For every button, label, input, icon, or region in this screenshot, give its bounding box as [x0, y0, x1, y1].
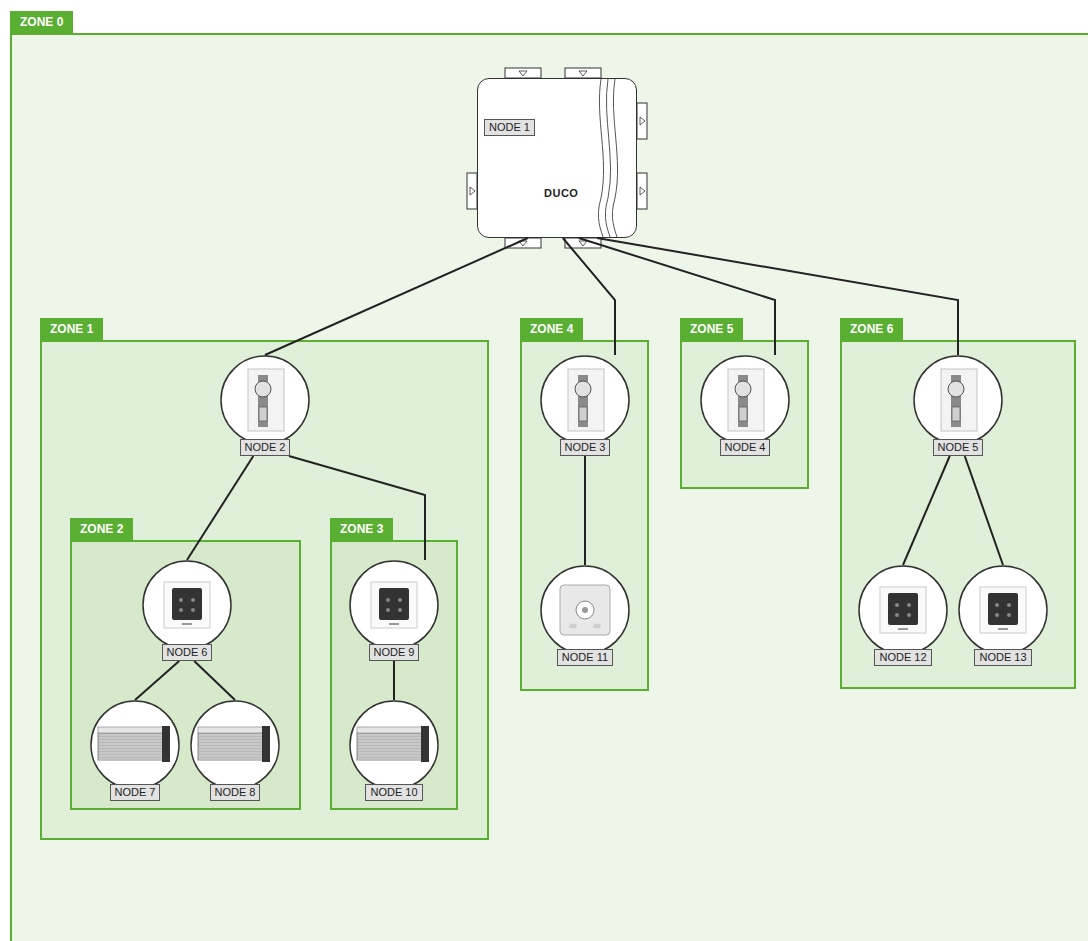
node-label: NODE 10 — [365, 784, 422, 801]
switch-icon — [349, 560, 439, 650]
switch-icon — [142, 560, 232, 650]
device-node: NODE 10 — [349, 700, 439, 801]
zone-heading: ZONE 1 — [40, 318, 103, 340]
zone-box: ZONE 4NODE 3NODE 11 — [520, 340, 649, 691]
grille-icon — [90, 700, 180, 790]
connector-line — [563, 238, 615, 355]
zone-box: ZONE 5NODE 4 — [680, 340, 809, 489]
zone-heading: ZONE 5 — [680, 318, 743, 340]
zone-tab: ZONE 4 — [520, 318, 583, 340]
device-node: NODE 11 — [540, 565, 630, 666]
connector-line — [965, 456, 1003, 565]
node-label: NODE 3 — [560, 439, 611, 456]
zone-heading: ZONE 3 — [330, 518, 393, 540]
device-node: NODE 3 — [540, 355, 630, 456]
zone-tab: ZONE 0 — [10, 11, 73, 33]
zone-box: ZONE 1NODE 2ZONE 2NODE 6NODE 7NODE 8ZONE… — [40, 340, 489, 840]
zone-tab: ZONE 2 — [70, 518, 133, 540]
sensor-icon — [540, 565, 630, 655]
device-node: NODE 9 — [349, 560, 439, 661]
device-node: NODE 6 — [142, 560, 232, 661]
zone-box: ZONE 0NODE 1DUCOZONE 1NODE 2ZONE 2NODE 6… — [10, 33, 1088, 941]
valve-icon — [700, 355, 790, 445]
switch-icon — [958, 565, 1048, 655]
zone-heading: ZONE 4 — [520, 318, 583, 340]
node-label: NODE 2 — [240, 439, 291, 456]
connector-line — [265, 238, 528, 355]
node-label: NODE 5 — [933, 439, 984, 456]
device-node: NODE 4 — [700, 355, 790, 456]
node-label: NODE 13 — [974, 649, 1031, 666]
node-label: NODE 8 — [210, 784, 261, 801]
zone-tab: ZONE 5 — [680, 318, 743, 340]
zone-box: ZONE 3NODE 9NODE 10 — [330, 540, 458, 810]
zone-tab: ZONE 6 — [840, 318, 903, 340]
zone-heading: ZONE 6 — [840, 318, 903, 340]
connector-line — [135, 661, 179, 700]
connector-line — [584, 456, 586, 565]
brand-name: DUCO — [544, 187, 578, 199]
zone-box: ZONE 6NODE 5NODE 12NODE 13 — [840, 340, 1076, 689]
node-label: NODE 6 — [162, 644, 213, 661]
unit-ports — [465, 66, 649, 250]
connector-line — [579, 238, 775, 355]
device-node: NODE 12 — [858, 565, 948, 666]
node-label: NODE 9 — [369, 644, 420, 661]
ventilation-unit: NODE 1 DUCO — [477, 78, 637, 238]
connector-line — [903, 456, 950, 565]
zone-heading: ZONE 2 — [70, 518, 133, 540]
device-node: NODE 8 — [190, 700, 280, 801]
zone-tab: ZONE 3 — [330, 518, 393, 540]
node-label: NODE 12 — [874, 649, 931, 666]
grille-icon — [349, 700, 439, 790]
device-node: NODE 5 — [913, 355, 1003, 456]
connector-line — [597, 238, 958, 355]
device-node: NODE 13 — [958, 565, 1048, 666]
device-node: NODE 2 — [220, 355, 310, 456]
node-label: NODE 4 — [720, 439, 771, 456]
zone-heading: ZONE 0 — [10, 11, 73, 33]
connector-line — [187, 456, 253, 560]
valve-icon — [540, 355, 630, 445]
valve-icon — [913, 355, 1003, 445]
grille-icon — [190, 700, 280, 790]
switch-icon — [858, 565, 948, 655]
valve-icon — [220, 355, 310, 445]
device-node: NODE 7 — [90, 700, 180, 801]
connector-line — [194, 661, 235, 700]
zone-tab: ZONE 1 — [40, 318, 103, 340]
node-label: NODE 1 — [484, 119, 535, 136]
connector-line — [393, 661, 395, 700]
connector-line — [289, 456, 425, 560]
node-label: NODE 11 — [557, 649, 613, 666]
node-label: NODE 7 — [110, 784, 161, 801]
zone-box: ZONE 2NODE 6NODE 7NODE 8 — [70, 540, 301, 810]
